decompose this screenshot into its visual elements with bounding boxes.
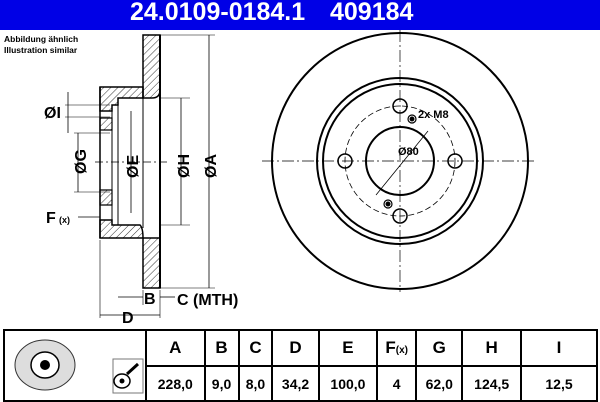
col-header-F-sub: (x) [395,345,408,356]
col-header-F: F(x) [376,329,418,367]
col-header-G: G [415,329,464,367]
value-E: 100,0 [317,365,379,402]
dim-label-C: C (MTH) [177,292,238,309]
col-header-C: C [237,329,274,367]
product-image-cell [3,329,147,402]
dim-label-G: ØG [73,149,90,174]
front-view [262,30,535,292]
value-D: 34,2 [271,365,320,402]
value-A: 228,0 [145,365,206,402]
col-header-A: A [145,329,206,367]
dim-label-B: B [144,291,156,308]
brake-disc-thumbnail-icon [14,339,144,394]
part-number: 24.0109-0184.1 [130,0,306,26]
col-header-F-label: F [385,338,396,357]
spec-table: A B C D E F(x) G H I 228,0 9,0 8,0 34,2 … [3,329,598,402]
value-B: 9,0 [203,365,240,402]
col-header-D: D [271,329,320,367]
value-F: 4 [376,365,418,402]
dim-label-H: ØH [176,154,193,178]
note-german: Abbildung ähnlich [4,34,79,44]
dim-label-F: F [46,210,56,227]
col-header-H: H [461,329,522,367]
value-G: 62,0 [415,365,464,402]
spec-header-row: A B C D E F(x) G H I [3,329,598,402]
technical-drawing: ØI ØG ØE ØH ØA F (x) B C (MTH) D 2x M8 Ø… [44,30,535,327]
reference-number: 409184 [330,0,414,26]
value-H: 124,5 [461,365,522,402]
col-header-I: I [520,329,598,367]
value-C: 8,0 [237,365,274,402]
dim-label-D: D [122,310,134,327]
title-bar: 24.0109-0184.1 409184 [0,0,600,30]
dim-label-F-sub: (x) [59,215,70,225]
front-view-labels: 2x M8 Ø80 [398,109,449,158]
thread-label: 2x M8 [418,109,449,121]
dim-label-E: ØE [125,155,142,178]
side-section-view [65,34,215,318]
dim-label-A: ØA [203,154,220,178]
illustration-note: Abbildung ähnlich Illustration similar [4,34,78,56]
pcd-label: Ø80 [398,146,419,158]
col-header-B: B [203,329,240,367]
side-view-labels: ØI ØG ØE ØH ØA F (x) B C (MTH) D [44,105,238,327]
col-header-E: E [317,329,379,367]
note-english: Illustration similar [4,45,78,55]
dim-label-I: ØI [44,105,61,122]
value-I: 12,5 [520,365,598,402]
